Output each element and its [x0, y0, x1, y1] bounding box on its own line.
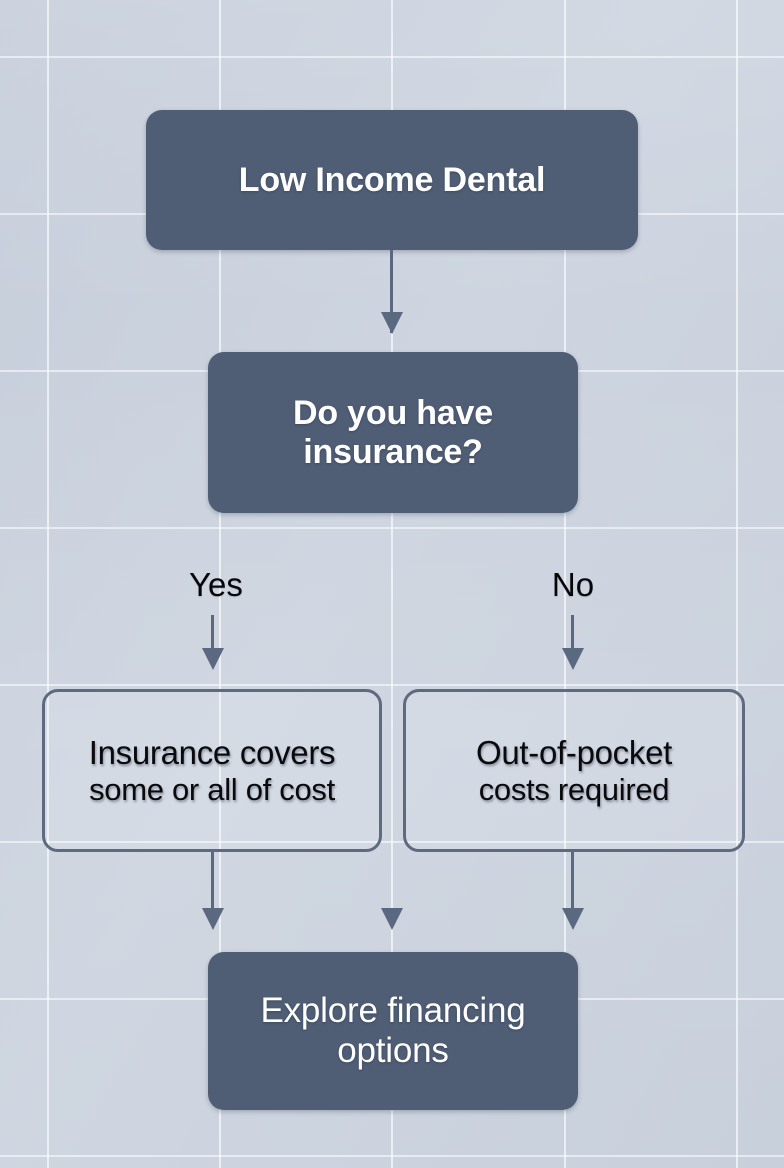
node-label-line-2: costs required [478, 771, 670, 807]
node-label: Low Income Dental [238, 160, 546, 199]
node-do-you-have-insurance[interactable]: Do you have insurance? [208, 352, 578, 513]
grid-line-horizontal [0, 684, 784, 686]
node-label-line-1: Out-of-pocket [475, 734, 673, 772]
edge-decision-to-insurance-covers [211, 615, 214, 657]
grid-line-vertical [736, 0, 738, 1168]
node-label-line-1: Insurance covers [88, 734, 336, 772]
node-label: Do you have insurance? [293, 394, 493, 472]
node-label-line-2: some or all of cost [89, 771, 335, 807]
arrowhead-start-to-decision [381, 312, 403, 334]
branch-label-no: No [551, 566, 595, 603]
arrowhead-out-of-pocket-to-explore-financing [562, 908, 584, 930]
edge-decision-to-out-of-pocket [571, 615, 574, 657]
arrowhead-merge-to-explore-financing [381, 908, 403, 930]
node-label-line-1: Do you have [293, 393, 493, 432]
edge-insurance-covers-to-explore-financing [211, 852, 214, 914]
grid-line-horizontal [0, 56, 784, 58]
edge-start-to-decision [390, 250, 393, 333]
arrowhead-decision-to-insurance-covers [202, 648, 224, 670]
node-label-line-2: insurance? [303, 432, 483, 471]
node-label: Explore financing options [260, 991, 525, 1071]
grid-line-horizontal [0, 1155, 784, 1157]
node-label-line-1: Explore financing [260, 991, 526, 1031]
arrowhead-decision-to-out-of-pocket [562, 648, 584, 670]
node-label: Insurance covers some or all of cost [89, 734, 336, 807]
node-out-of-pocket-costs[interactable]: Out-of-pocket costs required [403, 689, 745, 852]
grid-line-horizontal [0, 527, 784, 529]
node-insurance-covers-cost[interactable]: Insurance covers some or all of cost [42, 689, 382, 852]
node-label-line-2: options [337, 1031, 449, 1070]
node-low-income-dental[interactable]: Low Income Dental [146, 110, 638, 250]
node-label: Out-of-pocket costs required [476, 734, 672, 807]
branch-label-yes: Yes [189, 566, 243, 603]
arrowhead-insurance-covers-to-explore-financing [202, 908, 224, 930]
node-explore-financing-options[interactable]: Explore financing options [208, 952, 578, 1110]
grid-line-vertical [47, 0, 49, 1168]
edge-out-of-pocket-to-explore-financing [571, 852, 574, 914]
